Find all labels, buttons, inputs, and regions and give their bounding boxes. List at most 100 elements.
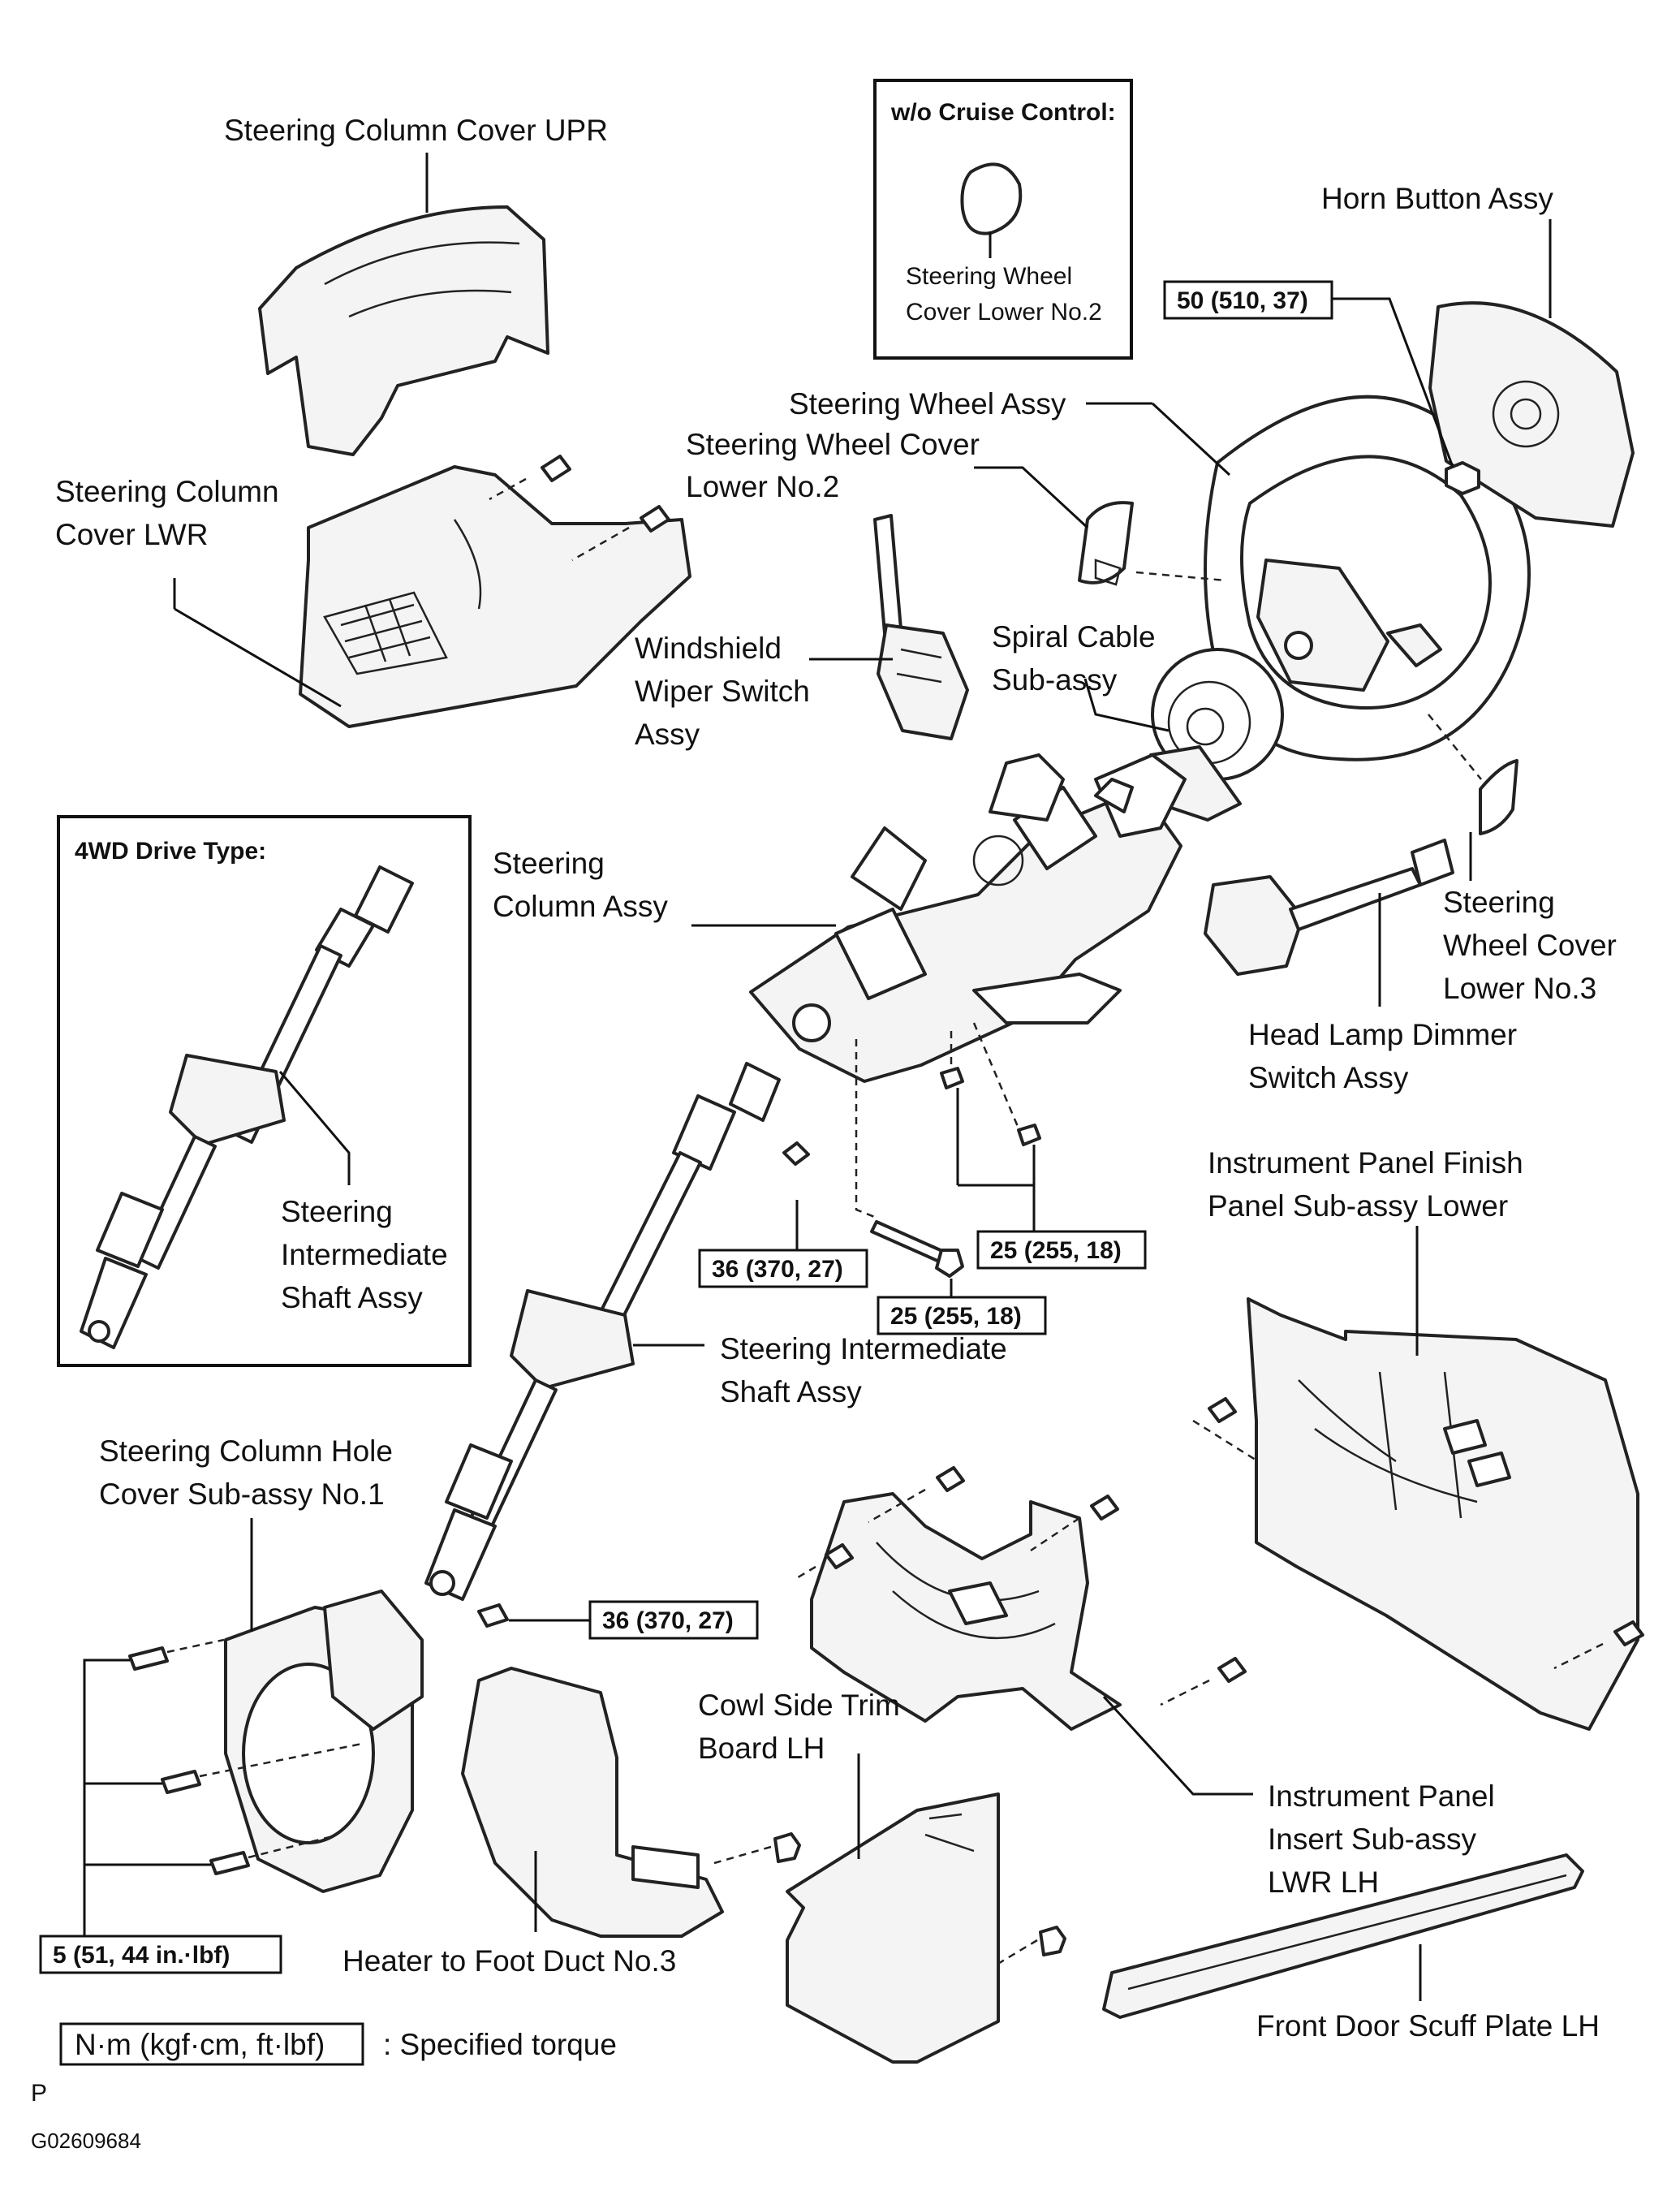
finish-panel-part	[1247, 1297, 1639, 1731]
spiral-cable: Spiral Cable Sub-assy	[992, 620, 1284, 822]
cruise-control-inset: w/o Cruise Control: Steering Wheel Cover…	[873, 79, 1133, 360]
torque-box-hole-cover	[39, 1935, 282, 1974]
column-cover-lwr: Steering Column Cover LWR	[55, 455, 691, 728]
label-wheel-cover-no3-2: Wheel Cover	[1443, 929, 1617, 962]
label-steering-wheel: Steering Wheel Assy	[789, 387, 1066, 421]
hole-cover: Steering Column Hole Cover Sub-assy No.1…	[39, 1434, 424, 1974]
screw-insert-3	[825, 1543, 854, 1569]
wheel-cover-no2: Steering Wheel Cover Lower No.2	[686, 428, 1134, 586]
label-inset-shaft-2: Intermediate	[281, 1238, 448, 1271]
bolt-hole-cover-3	[209, 1851, 250, 1875]
label-column-assy-2: Column Assy	[493, 890, 668, 923]
label-hole-cover-2: Cover Sub-assy No.1	[99, 1477, 385, 1511]
label-finish-panel-2: Panel Sub-assy Lower	[1208, 1189, 1508, 1223]
intermediate-shaft: Steering Intermediate Shaft Assy	[424, 1062, 1007, 1601]
torque-box-column	[877, 1296, 1047, 1335]
scuff-plate-part	[1102, 1853, 1584, 2019]
label-wheel-cover-no2-1: Steering Wheel Cover	[686, 428, 980, 461]
torque-legend: N·m (kgf·cm, ft·lbf) : Specified torque	[59, 2022, 617, 2066]
cruise-inset-frame	[873, 79, 1133, 360]
torque-box-shaft-lower	[588, 1600, 759, 1640]
label-wiper-switch-2: Wiper Switch	[635, 675, 810, 708]
label-spiral-cable-2: Sub-assy	[992, 663, 1118, 697]
footer-letter: P	[31, 2080, 47, 2107]
torque-column: 25 (255, 18)	[890, 1303, 1022, 1330]
footer-code: G02609684	[31, 2129, 141, 2153]
clip-cowl-trim	[1039, 1926, 1066, 1956]
insert-lwr: Instrument Panel Insert Sub-assy LWR LH	[795, 1466, 1495, 1899]
label-inset-shaft-1: Steering	[281, 1195, 393, 1228]
torque-box-horn	[1163, 280, 1333, 320]
horn-button-part	[1428, 301, 1635, 528]
scuff-plate: Front Door Scuff Plate LH	[1102, 1853, 1600, 2042]
label-scuff-plate: Front Door Scuff Plate LH	[1256, 2009, 1600, 2042]
label-wiper-switch-3: Assy	[635, 718, 700, 751]
torque-shaft-upper: 36 (370, 27)	[712, 1256, 843, 1283]
torque-shaft-lower: 36 (370, 27)	[602, 1607, 734, 1634]
label-insert-lwr-3: LWR LH	[1268, 1866, 1379, 1899]
screw-finish-panel-2	[1613, 1620, 1644, 1646]
label-inset-shaft-3: Shaft Assy	[281, 1281, 423, 1314]
label-intermediate-shaft-1: Steering Intermediate	[720, 1332, 1007, 1365]
4wd-shaft-boot	[169, 1054, 286, 1146]
torque-hole-cover: 5 (51, 44 in.·lbf)	[53, 1942, 230, 1969]
label-spiral-cable-1: Spiral Cable	[992, 620, 1156, 654]
steering-column: Steering Column Assy	[493, 753, 1187, 1083]
torque-box-column-pair	[976, 1230, 1147, 1270]
torque-box-shaft-upper	[698, 1249, 868, 1288]
torque-horn: 50 (510, 37)	[1177, 287, 1308, 314]
label-wheel-cover-no3-1: Steering	[1443, 886, 1555, 919]
head-lamp-switch: Head Lamp Dimmer Switch Assy	[1204, 839, 1517, 1094]
heater-duct-part	[461, 1667, 724, 1938]
legend-unit: N·m (kgf·cm, ft·lbf)	[75, 2028, 325, 2061]
label-head-lamp-1: Head Lamp Dimmer	[1248, 1018, 1517, 1051]
label-column-cover-upr: Steering Column Cover UPR	[224, 114, 608, 147]
screw-insert-4	[1217, 1657, 1247, 1683]
label-insert-lwr-2: Insert Sub-assy	[1268, 1822, 1477, 1856]
torque-column-pair: 25 (255, 18)	[990, 1237, 1122, 1264]
cowl-trim-part	[786, 1792, 1000, 2064]
label-insert-lwr-1: Instrument Panel	[1268, 1779, 1495, 1813]
wheel-cover-no2-part	[1078, 501, 1134, 584]
4wd-inset-frame	[57, 815, 472, 1367]
label-hole-cover-1: Steering Column Hole	[99, 1434, 393, 1468]
bolt-hole-cover-1	[128, 1646, 169, 1671]
heater-duct: Heater to Foot Duct No.3	[342, 1667, 801, 1978]
cruise-wheel-cover-part	[960, 162, 1023, 235]
bolt-column-pair-2	[1017, 1124, 1041, 1146]
wiper-switch-body	[877, 623, 969, 740]
wheel-cover-no3: Steering Wheel Cover Lower No.3	[1443, 759, 1617, 1005]
cruise-part-label-2: Cover Lower No.2	[906, 299, 1102, 326]
clip-heater-duct	[773, 1832, 801, 1863]
label-column-cover-lwr-2: Cover LWR	[55, 518, 208, 551]
label-cowl-trim-1: Cowl Side Trim	[698, 1689, 900, 1722]
column-cover-upr-part	[258, 205, 549, 456]
cowl-trim: Cowl Side Trim Board LH	[698, 1689, 1066, 2064]
label-wheel-cover-no2-2: Lower No.2	[686, 470, 839, 503]
label-wiper-switch-1: Windshield	[635, 632, 782, 665]
4wd-inset: 4WD Drive Type: Steering Intermediate Sh…	[57, 815, 472, 1367]
4wd-inset-title: 4WD Drive Type:	[75, 838, 266, 865]
label-wheel-cover-no3-3: Lower No.3	[1443, 972, 1596, 1005]
screw-finish-panel-1	[1208, 1397, 1237, 1423]
head-lamp-switch-body	[1204, 875, 1304, 976]
horn-button: Horn Button Assy 50 (510, 37)	[1163, 182, 1635, 528]
label-finish-panel-1: Instrument Panel Finish	[1208, 1146, 1523, 1180]
horn-nut	[1445, 461, 1480, 495]
label-horn-button: Horn Button Assy	[1321, 182, 1553, 215]
bolt-column-pair-1	[940, 1067, 964, 1089]
wiper-switch: Windshield Wiper Switch Assy	[635, 514, 969, 751]
finish-panel-lower: Instrument Panel Finish Panel Sub-assy L…	[1192, 1146, 1644, 1731]
column-fasteners: 36 (370, 27) 25 (255, 18) 25 (255, 18) 3…	[477, 1022, 1147, 1640]
label-column-assy-1: Steering	[493, 847, 605, 880]
screw-insert-1	[936, 1466, 965, 1492]
cruise-inset-title: w/o Cruise Control:	[890, 99, 1116, 126]
screw-insert-2	[1090, 1495, 1119, 1521]
screw-cover-2	[571, 505, 670, 562]
wheel-cover-no3-part	[1479, 759, 1518, 835]
label-heater-duct: Heater to Foot Duct No.3	[342, 1944, 676, 1978]
screw-cover-1	[489, 455, 571, 501]
label-cowl-trim-2: Board LH	[698, 1732, 825, 1765]
legend-unit-box	[59, 2022, 364, 2066]
bolt-shaft-upper	[782, 1141, 810, 1166]
